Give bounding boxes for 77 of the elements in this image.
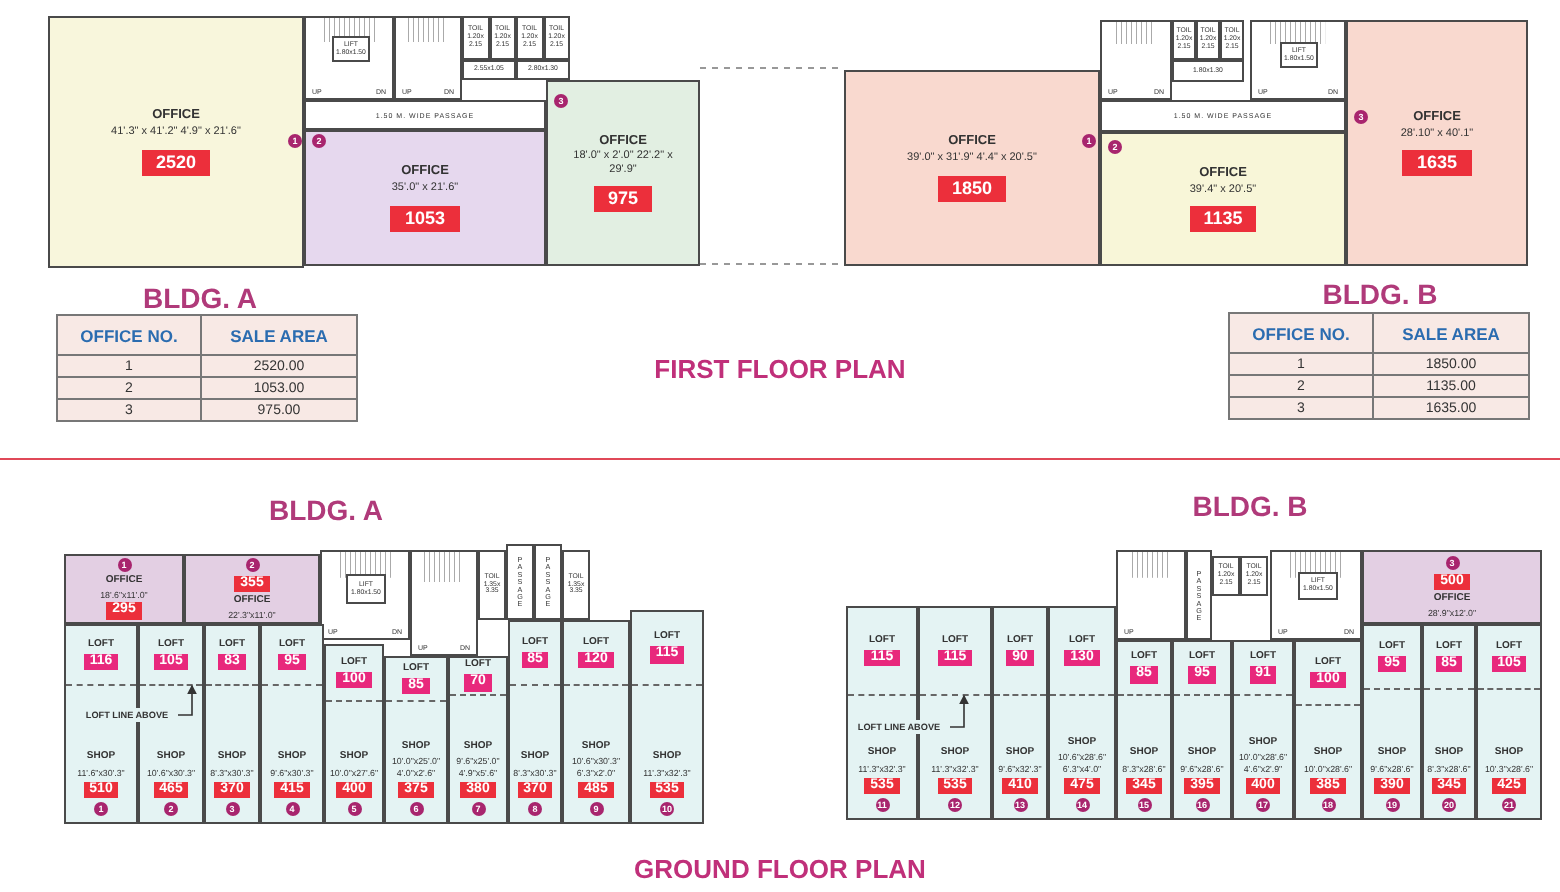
lift-shaft	[1280, 42, 1318, 68]
shop-unit	[324, 644, 384, 824]
shop-unit	[630, 610, 704, 824]
shop-unit	[138, 624, 204, 824]
area-badge: 1635	[1402, 150, 1472, 177]
shop-unit	[1048, 606, 1116, 820]
area-badge: 1850	[937, 175, 1007, 202]
staircase	[304, 16, 394, 100]
office-room	[184, 554, 320, 624]
building-title: BLDG. A	[142, 282, 258, 314]
table-header-cell: OFFICE NO.	[1229, 313, 1373, 353]
lobby-area	[462, 60, 516, 80]
shop-unit	[204, 624, 260, 824]
toilet-room	[462, 16, 489, 60]
table-header-cell: OFFICE NO.	[57, 315, 201, 355]
shop-unit	[562, 620, 630, 824]
shop-unit	[1476, 624, 1542, 820]
toilet-room	[489, 16, 516, 60]
building-title: BLDG. B	[1192, 490, 1308, 522]
plan-title: GROUND FLOOR PLAN	[634, 854, 926, 884]
shop-unit	[384, 656, 448, 824]
shop-unit	[448, 656, 508, 824]
office-room	[844, 70, 1100, 266]
plan-title: FIRST FLOOR PLAN	[654, 354, 906, 384]
shop-unit	[1294, 640, 1362, 820]
staircase	[394, 16, 462, 100]
passage	[304, 100, 546, 130]
area-badge: 975	[593, 186, 653, 213]
toilet-room	[1220, 20, 1244, 60]
staircase	[1270, 550, 1362, 640]
shop-unit	[1362, 624, 1422, 820]
lift-shaft	[1298, 572, 1338, 600]
leader-arrow	[949, 694, 969, 728]
shop-unit	[508, 620, 562, 824]
staircase	[1250, 20, 1346, 100]
passage	[534, 544, 562, 620]
table-header-cell: SALE AREA	[201, 315, 357, 355]
staircase	[320, 550, 410, 640]
lift-shaft	[346, 574, 386, 604]
staircase	[1100, 20, 1172, 100]
shop-unit	[1422, 624, 1476, 820]
shop-unit	[1232, 640, 1294, 820]
office-room	[1362, 550, 1542, 624]
passage	[1100, 100, 1346, 132]
toilet-room	[1196, 20, 1220, 60]
lobby-area	[516, 60, 570, 80]
lobby-area	[1172, 60, 1244, 82]
shop-unit	[64, 624, 138, 824]
office-room	[64, 554, 184, 624]
leader-arrow	[177, 684, 197, 716]
area-badge: 2520	[141, 149, 211, 176]
staircase	[410, 550, 478, 656]
office-room	[1346, 20, 1528, 266]
office-room	[546, 80, 700, 266]
office-room	[1100, 132, 1346, 266]
building-title: BLDG. A	[268, 494, 384, 526]
shop-unit	[992, 606, 1048, 820]
area-badge: 1053	[390, 205, 460, 232]
passage	[506, 544, 534, 620]
shop-unit	[260, 624, 324, 824]
toilet-room	[543, 16, 570, 60]
shop-unit	[1116, 640, 1172, 820]
toilet-room	[562, 550, 590, 620]
staircase	[1116, 550, 1186, 640]
office-room	[304, 130, 546, 266]
building-title: BLDG. B	[1322, 278, 1438, 310]
office-room	[48, 16, 304, 268]
toilet-room	[1212, 556, 1240, 596]
shop-unit	[1172, 640, 1232, 820]
toilet-room	[1240, 556, 1268, 596]
toilet-room	[1172, 20, 1196, 60]
toilet-room	[478, 550, 506, 620]
passage	[1186, 550, 1212, 640]
table-header-cell: SALE AREA	[1373, 313, 1529, 353]
lift-shaft	[332, 36, 370, 62]
area-badge: 1135	[1189, 206, 1257, 233]
toilet-room	[516, 16, 543, 60]
